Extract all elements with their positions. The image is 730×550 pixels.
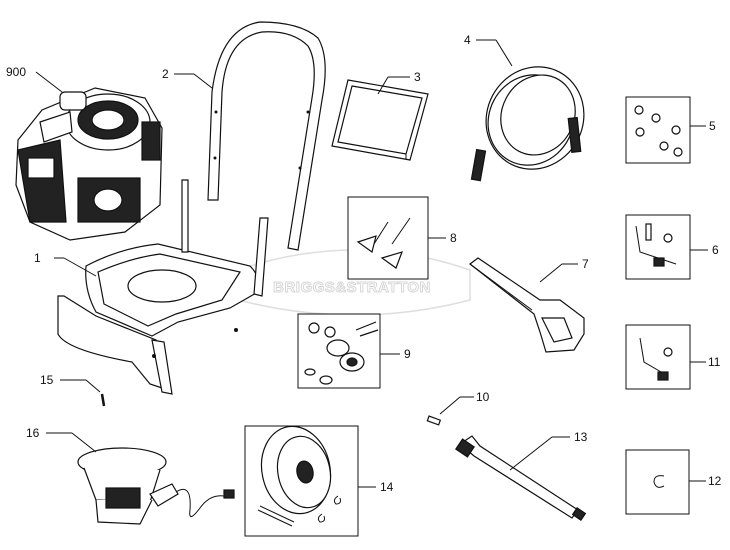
base-frame-part — [57, 179, 269, 395]
callout-13: 13 — [574, 430, 588, 444]
callout-3: 3 — [414, 70, 421, 84]
callout-5: 5 — [709, 119, 716, 133]
small-pin-part — [100, 393, 106, 407]
hose-part — [470, 66, 585, 182]
callout-4: 4 — [464, 33, 471, 47]
engine-part — [15, 87, 163, 241]
callout-15: 15 — [40, 373, 54, 387]
callout-2: 2 — [162, 67, 169, 81]
callout-7: 7 — [582, 257, 589, 271]
callout-10: 10 — [476, 390, 490, 404]
callout-16: 16 — [26, 426, 40, 440]
pin-part — [426, 415, 442, 426]
callout-12: 12 — [708, 474, 722, 488]
callout-9: 9 — [404, 347, 411, 361]
bearing-kit-part — [297, 313, 381, 389]
callout-900: 900 — [6, 65, 26, 79]
callout-11: 11 — [708, 355, 721, 369]
watermark-text: BRIGGS&STRATTON — [273, 279, 431, 296]
pump-part — [77, 447, 235, 525]
hardware-kit-part — [625, 96, 691, 164]
bolt-kit-part — [625, 214, 691, 280]
clip-part — [625, 449, 690, 515]
knob-kit-part — [347, 196, 429, 280]
callout-labels: 900 1 2 3 4 5 6 7 8 9 10 11 12 13 14 15 … — [6, 33, 722, 494]
callout-1: 1 — [34, 251, 41, 265]
pin-kit-part — [625, 324, 691, 390]
callout-8: 8 — [450, 231, 457, 245]
leader-lines — [35, 39, 708, 488]
wand-part — [455, 435, 587, 521]
watermark: BRIGGS&STRATTON — [237, 249, 471, 316]
spray-gun-part — [469, 257, 585, 353]
wheel-kit-part — [244, 425, 359, 537]
handle-part — [207, 21, 326, 251]
callout-14: 14 — [380, 480, 394, 494]
panel-part — [331, 79, 429, 161]
callout-6: 6 — [712, 243, 719, 257]
